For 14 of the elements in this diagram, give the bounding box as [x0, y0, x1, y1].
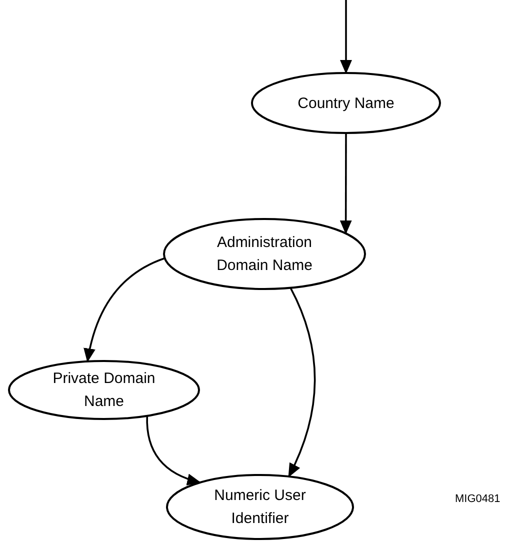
- ellipse-node: [163, 218, 366, 290]
- arrow: [288, 287, 316, 478]
- figure-id: MIG0481: [455, 493, 500, 505]
- arrow: [146, 416, 202, 485]
- arrow: [340, 133, 352, 234]
- node-label: Private Domain Name: [52, 369, 156, 412]
- ellipse-node: [8, 360, 200, 420]
- node-label: Administration Domain Name: [216, 233, 312, 276]
- arrow: [84, 257, 166, 362]
- node-label: Numeric User Identifier: [213, 486, 307, 529]
- arrow: [340, 0, 352, 74]
- ellipse-node: [166, 474, 354, 540]
- node-label: Country Name: [298, 94, 394, 114]
- ellipse-node: [251, 72, 441, 134]
